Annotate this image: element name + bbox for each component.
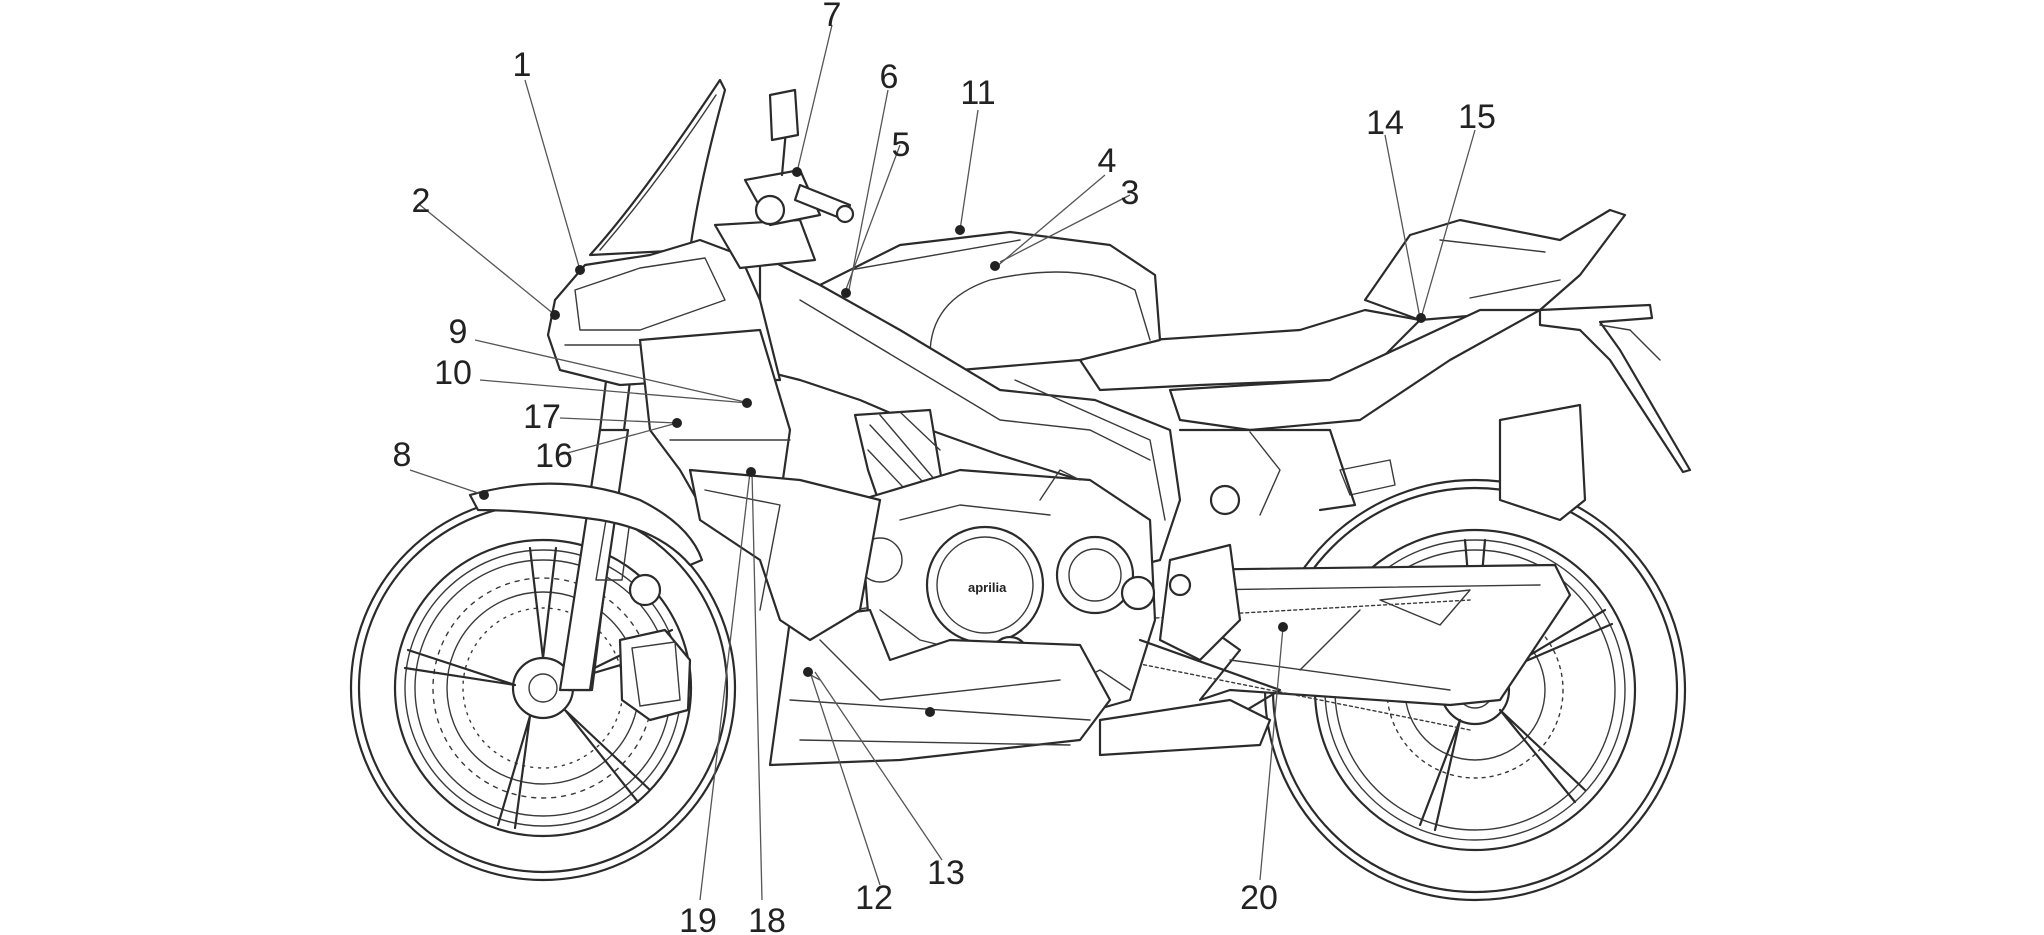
leader-lines [409,24,1476,901]
callout-3: 3 [1121,174,1140,212]
main-frame [758,253,1182,572]
callout-12: 12 [855,879,893,917]
callout-16: 16 [535,437,573,475]
callout-2: 2 [412,182,431,220]
callout-8: 8 [393,436,412,474]
tail-section [1078,208,1692,522]
callout-6: 6 [880,58,899,96]
front-wheel [349,494,737,882]
callout-17: 17 [523,398,561,436]
callout-14: 14 [1366,104,1404,142]
callout-4: 4 [1098,142,1117,180]
engine-brand-text: aprilia [968,580,1007,595]
handlebar-assembly [713,88,855,270]
callout-18: 18 [748,902,786,935]
front-mudguard [468,482,704,567]
callout-dots [479,167,1426,717]
callout-11: 11 [960,74,995,112]
callout-20: 20 [1240,879,1278,917]
footpeg-bracket [1138,543,1282,722]
exhaust [1098,698,1272,757]
drive-chain [1119,599,1471,731]
callout-10: 10 [434,354,472,392]
callout-9: 9 [449,313,468,351]
callout-19: 19 [679,902,717,935]
callout-7: 7 [823,0,842,34]
subframe [1178,428,1357,516]
callout-15: 15 [1458,98,1496,136]
callout-13: 13 [927,854,965,892]
callout-5: 5 [892,126,911,164]
front-fairing [546,78,882,642]
belly-pan [768,608,1112,767]
callout-labels: 1 2 3 4 5 6 7 8 9 10 11 12 13 14 15 16 1… [393,0,1496,935]
callout-1: 1 [513,46,532,84]
